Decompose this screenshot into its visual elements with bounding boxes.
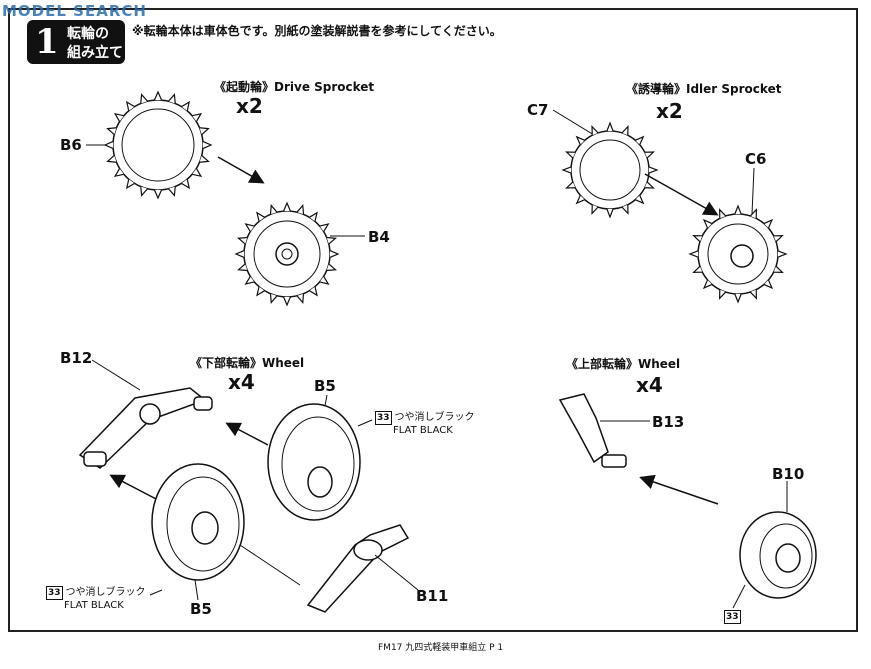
watermark-logo: MODEL SEARCH xyxy=(2,2,147,20)
drive-sprocket-qty: x2 xyxy=(236,94,263,118)
road-wheel-b5-top xyxy=(267,403,361,521)
sprocket-b4-teeth xyxy=(234,201,340,307)
page-border xyxy=(8,8,858,632)
idler-c6-hub xyxy=(697,213,779,295)
sprocket-b4-hub xyxy=(243,210,331,298)
lower-wheel-title: 《下部転輪》Wheel xyxy=(190,356,305,370)
idler-sprocket-qty: x2 xyxy=(656,99,683,123)
part-label-c7: C7 xyxy=(527,101,549,119)
part-label-c6: C6 xyxy=(745,150,767,168)
step-number: 1 xyxy=(35,22,59,62)
part-label-b11: B11 xyxy=(416,587,449,605)
painting-note: ※転輪本体は車体色です。別紙の塗装解説書を参考にしてください。 xyxy=(132,24,502,38)
paint-callout-b10: 33 xyxy=(724,610,741,624)
part-label-b5-bottom: B5 xyxy=(190,600,212,618)
suspension-arm-b11 xyxy=(306,524,410,613)
part-label-b13: B13 xyxy=(652,413,685,431)
suspension-arm-b12 xyxy=(78,387,213,469)
idler-c6-teeth xyxy=(688,204,788,304)
step-title-line2: 組み立て xyxy=(67,45,123,61)
sprocket-b6-teeth xyxy=(103,90,213,200)
part-label-b12: B12 xyxy=(60,349,93,367)
return-roller-b10 xyxy=(739,511,817,599)
upper-wheel-title: 《上部転輪》Wheel xyxy=(566,357,681,371)
upper-wheel-qty: x4 xyxy=(636,373,663,397)
page-footer: FM17 九四式軽装甲車組立 P 1 xyxy=(378,643,504,653)
lower-wheel-qty: x4 xyxy=(228,370,255,394)
part-label-b6: B6 xyxy=(60,136,82,154)
sprocket-b6-ring xyxy=(112,99,204,191)
idler-sprocket-title: 《誘導輪》Idler Sprocket xyxy=(626,82,782,96)
part-label-b10: B10 xyxy=(772,465,805,483)
part-label-b5-top: B5 xyxy=(314,377,336,395)
step-badge: 1 転輪の 組み立て xyxy=(27,20,125,64)
drive-sprocket-title: 《起動輪》Drive Sprocket xyxy=(214,80,375,94)
bracket-b13 xyxy=(558,393,627,468)
step-title-line1: 転輪の xyxy=(67,26,109,42)
part-label-b4: B4 xyxy=(368,228,390,246)
idler-c7-teeth xyxy=(561,121,659,219)
idler-c7-ring xyxy=(570,130,650,210)
road-wheel-b5-bottom xyxy=(151,463,245,581)
